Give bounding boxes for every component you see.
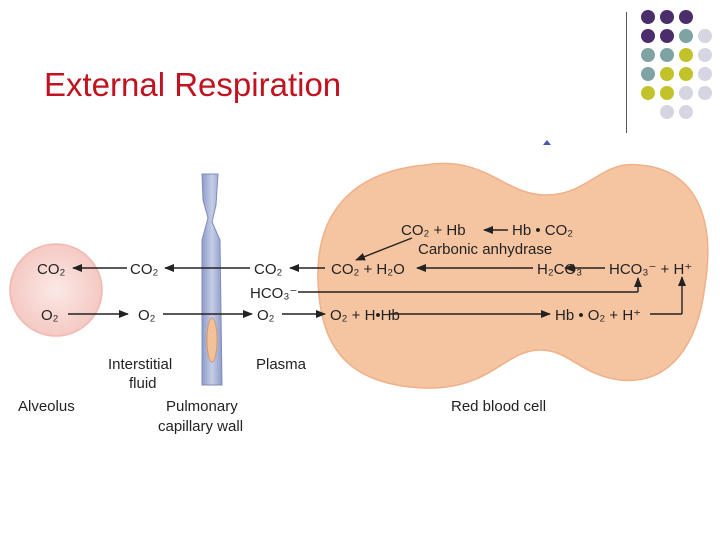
dot — [679, 10, 693, 24]
dot — [641, 48, 655, 62]
rbc-hco3-h-label: HCO₃⁻ + H⁺ — [609, 261, 692, 278]
interstitial-o2-label: O₂ — [138, 307, 156, 324]
dot — [679, 48, 693, 62]
rbc-h2co3-label: H₂CO₃ — [537, 261, 582, 278]
capillary-wall-label-line1: Pulmonary — [166, 398, 238, 415]
interstitial-fluid-label-line2: fluid — [129, 375, 157, 392]
alveolus-o2-label: O₂ — [41, 307, 59, 324]
arrow-co2-to-water — [355, 237, 413, 261]
dot — [641, 67, 655, 81]
dot — [641, 29, 655, 43]
rbc-co2-hb-label: CO₂ + Hb — [401, 222, 466, 239]
red-blood-cell-label: Red blood cell — [451, 398, 546, 415]
rbc-enzyme-label: Carbonic anhydrase — [418, 241, 552, 258]
decorative-divider — [626, 12, 627, 133]
dot — [660, 48, 674, 62]
plasma-label: Plasma — [256, 356, 307, 373]
dot — [660, 67, 674, 81]
arrows — [68, 226, 686, 318]
dot — [679, 86, 693, 100]
plasma-o2-label: O₂ — [257, 307, 275, 324]
rbc-o2-hhb-label: O₂ + H•Hb — [330, 307, 400, 324]
dot — [698, 67, 712, 81]
dot — [660, 10, 674, 24]
plasma-co2-label: CO₂ — [254, 261, 283, 278]
interstitial-co2-label: CO₂ — [130, 261, 159, 278]
capillary-wall-shape — [201, 173, 223, 386]
dot — [660, 105, 674, 119]
dot — [698, 29, 712, 43]
dot — [641, 10, 655, 24]
dot — [641, 86, 655, 100]
plasma-hco3-label: HCO₃⁻ — [250, 285, 297, 302]
stray-mark — [543, 140, 551, 145]
dot — [679, 29, 693, 43]
dot — [698, 86, 712, 100]
dot — [698, 48, 712, 62]
dot — [679, 105, 693, 119]
slide-title: External Respiration — [44, 66, 342, 103]
alveolus-label: Alveolus — [18, 398, 75, 415]
alveolus-co2-label: CO₂ — [37, 261, 66, 278]
dot — [679, 67, 693, 81]
dot — [660, 29, 674, 43]
rbc-hbco2-label: Hb • CO₂ — [512, 222, 573, 239]
dot — [660, 86, 674, 100]
interstitial-fluid-label-line1: Interstitial — [108, 356, 172, 373]
rbc-co2-h2o-label: CO₂ + H₂O — [331, 261, 405, 278]
capillary-wall-label-line2: capillary wall — [158, 418, 243, 435]
rbc-hbo2-h-label: Hb • O₂ + H⁺ — [555, 307, 641, 324]
